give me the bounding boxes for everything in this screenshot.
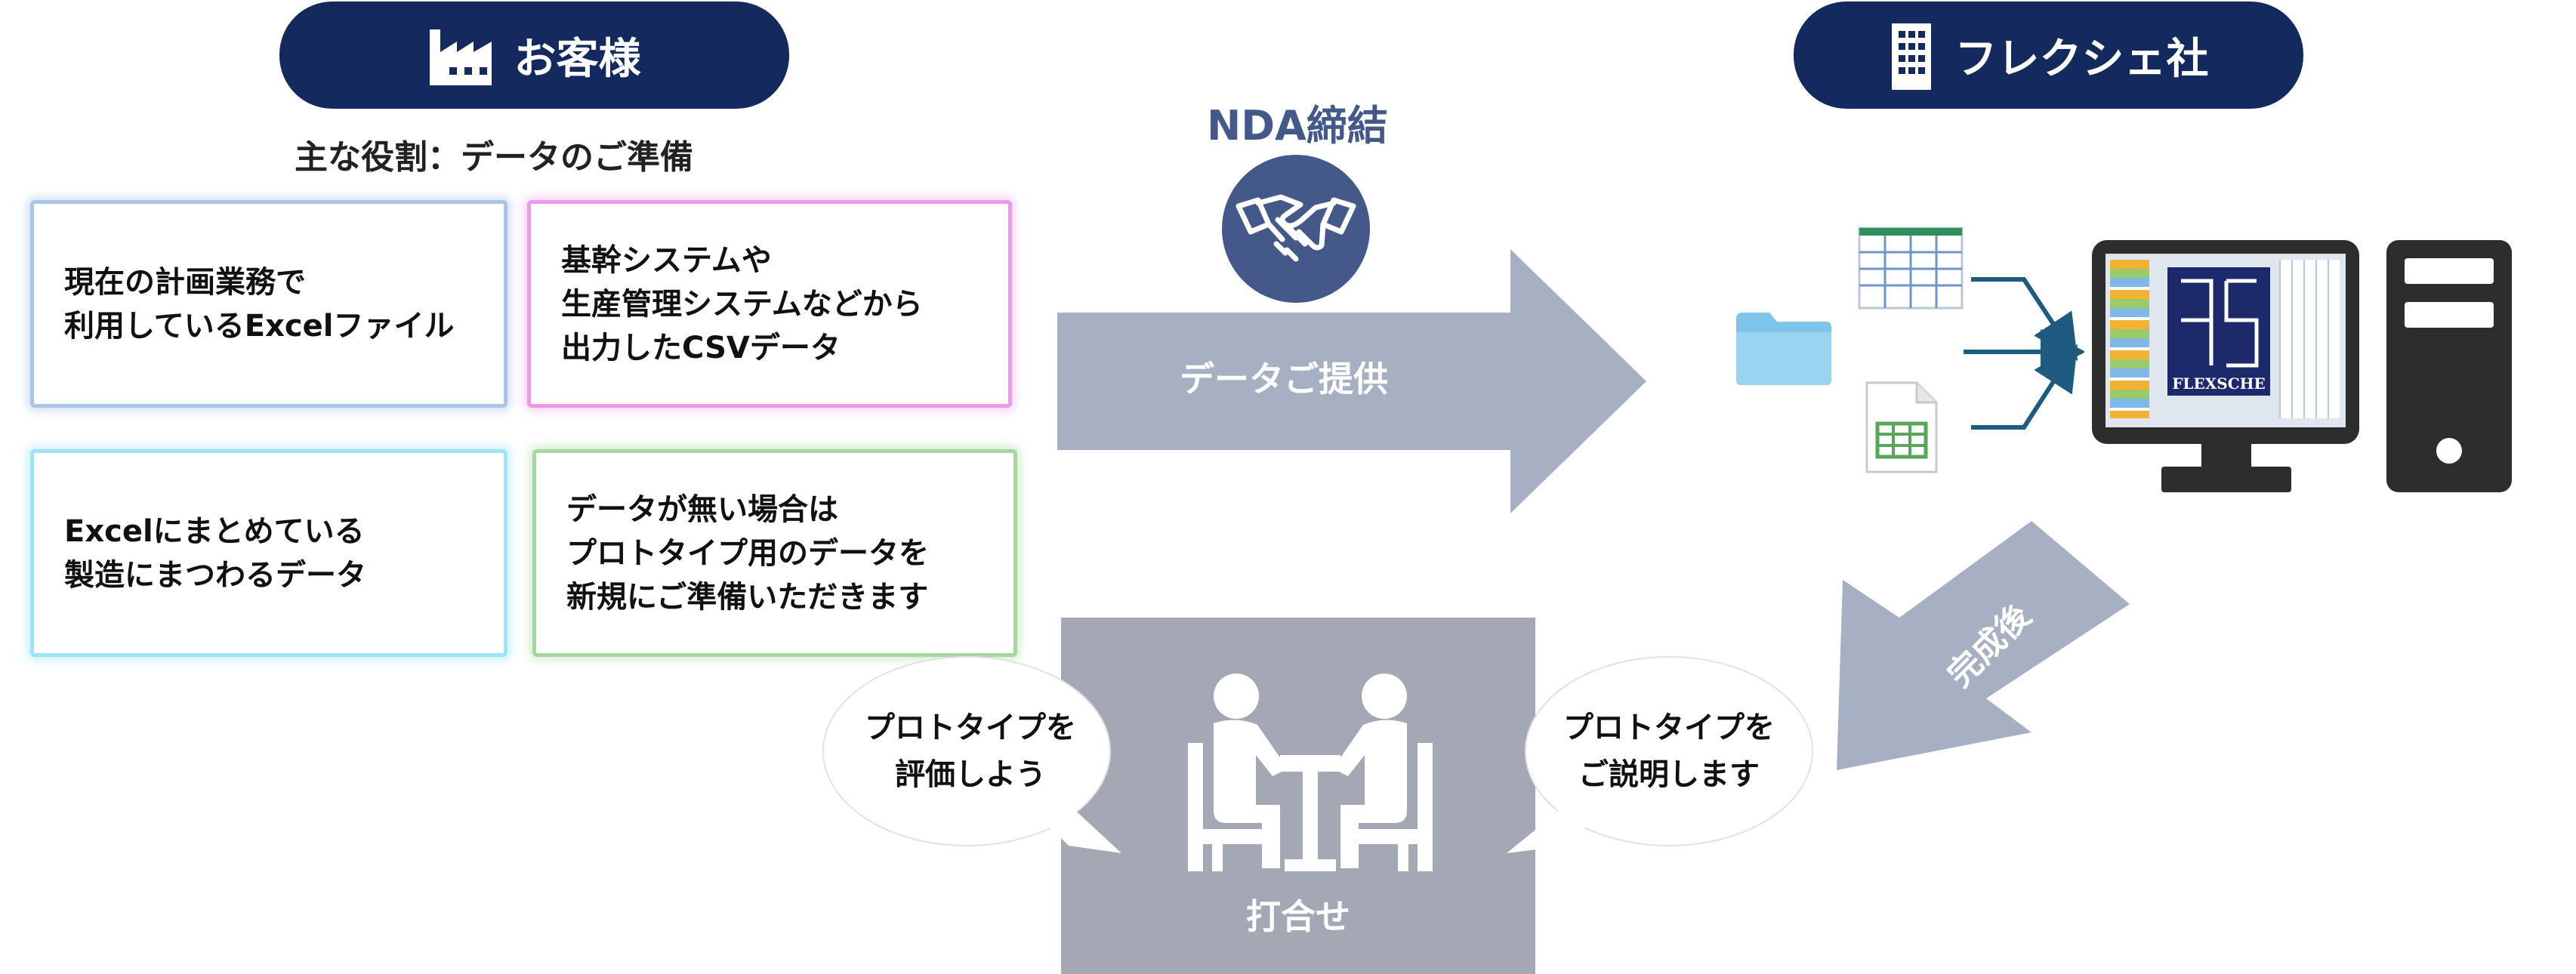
monitor-base xyxy=(2161,467,2291,492)
data-card-excel-manufacturing: Excelにまとめている 製造にまつわるデータ xyxy=(30,449,507,657)
nda-circle xyxy=(1222,155,1370,303)
folder-icon xyxy=(1733,308,1834,391)
nda-label: NDA締結 xyxy=(1207,102,1388,149)
complete-arrow xyxy=(1837,521,2130,770)
left-bubble-text: プロトタイプを 評価しよう xyxy=(865,710,1076,792)
monitor-stand xyxy=(2201,444,2251,468)
csv-file-icon xyxy=(1865,381,1938,476)
flexsche-logo: FLEXSCHE xyxy=(2167,267,2270,396)
meeting-label: 打合せ xyxy=(1246,896,1350,937)
company-title: フレクシェ社 xyxy=(1954,34,2209,84)
spreadsheet-icon xyxy=(1858,227,1964,313)
flexsche-logo-text: FLEXSCHE xyxy=(2167,374,2270,393)
data-card-csv-export: 基幹システムや 生産管理システムなどから 出力したCSVデータ xyxy=(527,200,1012,408)
customer-title: お客様 xyxy=(514,34,641,84)
provide-label: データご提供 xyxy=(1180,359,1388,399)
handshake-icon xyxy=(1236,185,1356,276)
pc-tower xyxy=(2386,240,2512,492)
company-header: フレクシェ社 xyxy=(1794,2,2303,109)
meeting-icon xyxy=(1167,670,1454,877)
right-bubble-text: プロトタイプを ご説明します xyxy=(1563,710,1775,792)
data-card-excel-planning: 現在の計画業務で 利用しているExcelファイル xyxy=(30,200,507,408)
data-card-new-data: データが無い場合は プロトタイプ用のデータを 新規にご準備いただきます xyxy=(532,449,1017,657)
provide-arrow xyxy=(1057,249,1646,513)
monitor: FLEXSCHE xyxy=(2092,240,2359,444)
power-button-icon xyxy=(2436,438,2462,464)
meeting-box xyxy=(1061,618,1535,974)
input-arrows xyxy=(1964,277,2084,430)
monitor-screen: FLEXSCHE xyxy=(2106,254,2346,427)
right-speech-bubble xyxy=(1507,656,1813,853)
customer-header: お客様 xyxy=(279,2,789,109)
customer-role-label: 主な役割：データのご準備 xyxy=(295,138,693,177)
left-speech-bubble xyxy=(822,656,1121,853)
factory-icon xyxy=(428,25,493,85)
building-icon xyxy=(1889,20,1934,90)
